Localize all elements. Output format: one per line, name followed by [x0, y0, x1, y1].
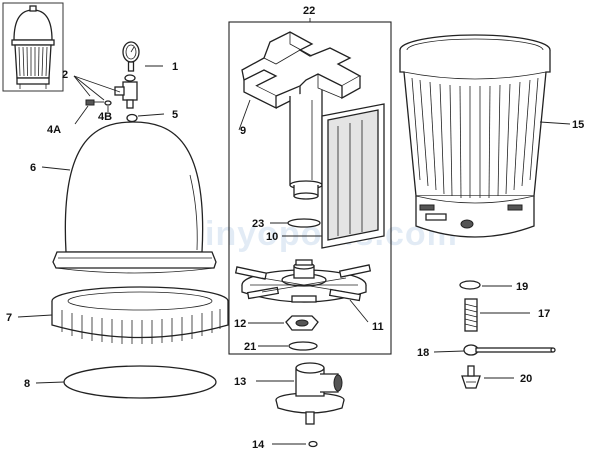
- callout-19: 19: [516, 281, 528, 293]
- tank-body: [399, 34, 551, 238]
- lateral-hub: [234, 259, 372, 303]
- drain-washer: [459, 280, 481, 290]
- drain-rod: [463, 344, 556, 356]
- callout-4a: 4A: [47, 124, 61, 136]
- callout-23: 23: [252, 218, 264, 230]
- air-relief-valve: [114, 74, 138, 109]
- callout-21: 21: [244, 341, 256, 353]
- callout-15: 15: [572, 119, 584, 131]
- standpipe-o-ring: [287, 218, 321, 228]
- callout-1: 1: [172, 61, 178, 73]
- lock-ring: [51, 286, 229, 344]
- outlet-fitting: [275, 362, 345, 425]
- callout-6: 6: [30, 162, 36, 174]
- callout-12: 12: [234, 318, 246, 330]
- callout-10: 10: [266, 231, 278, 243]
- manifold: [241, 31, 362, 110]
- thumbnail-inset: [2, 2, 64, 92]
- callout-7: 7: [6, 312, 12, 324]
- hub-o-ring: [288, 341, 318, 351]
- air-relief-o-ring: [104, 100, 112, 106]
- pressure-gauge: [122, 41, 140, 72]
- callout-8: 8: [24, 378, 30, 390]
- filter-tank-lid: [52, 121, 217, 274]
- air-relief-screw: [85, 99, 104, 106]
- hub-nut: [285, 315, 319, 331]
- callout-9: 9: [240, 125, 246, 137]
- callout-5: 5: [172, 109, 178, 121]
- drain-spring: [464, 298, 478, 332]
- callout-17: 17: [538, 308, 550, 320]
- callout-13: 13: [234, 376, 246, 388]
- drain-knob: [461, 365, 481, 389]
- callout-4b: 4B: [98, 111, 112, 123]
- tank-o-ring: [63, 365, 217, 399]
- small-o-ring: [308, 440, 318, 448]
- callout-14: 14: [252, 439, 265, 450]
- callout-22: 22: [303, 5, 315, 17]
- callout-11: 11: [372, 321, 384, 333]
- cartridge-element: [321, 103, 385, 249]
- callout-2: 2: [62, 69, 68, 81]
- callout-20: 20: [520, 373, 532, 385]
- callout-18: 18: [417, 347, 429, 359]
- adapter-fitting: [126, 113, 138, 123]
- standpipe: [289, 90, 323, 200]
